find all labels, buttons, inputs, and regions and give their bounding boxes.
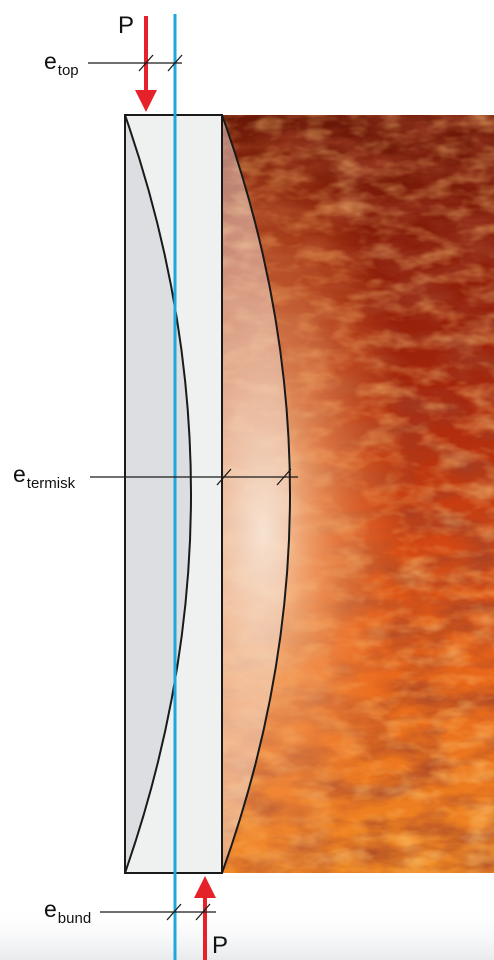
label-e-bund-base: e xyxy=(44,896,57,922)
label-e-bund: ebund xyxy=(44,896,91,927)
load-label-top: P xyxy=(118,12,135,39)
label-e-termisk-sub: termisk xyxy=(26,475,76,492)
dimension-e-top xyxy=(88,54,183,72)
dimension-e-bund xyxy=(100,903,216,921)
label-e-termisk: etermisk xyxy=(13,461,75,492)
label-e-top-base: e xyxy=(44,48,57,74)
ground-shade xyxy=(0,905,494,960)
label-e-top-sub: top xyxy=(57,62,79,79)
load-label-bottom: P xyxy=(212,932,229,959)
load-arrow-bottom xyxy=(194,876,216,960)
dimension-e-termisk xyxy=(90,468,298,486)
load-arrow-top xyxy=(135,16,157,112)
label-e-termisk-base: e xyxy=(13,461,26,487)
label-e-bund-sub: bund xyxy=(57,910,92,927)
label-e-top: etop xyxy=(44,48,79,79)
fire-background xyxy=(222,115,494,873)
deflected-inner-edge xyxy=(124,114,192,874)
deflected-outer-edge xyxy=(221,114,291,874)
